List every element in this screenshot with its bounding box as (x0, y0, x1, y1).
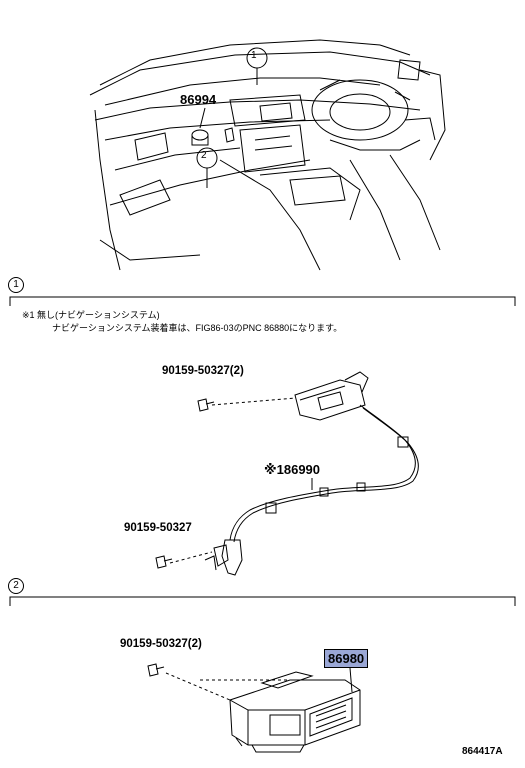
section1-bracket (9, 296, 516, 306)
callout-1-number: 1 (251, 50, 257, 61)
section1-marker: 1 (8, 277, 24, 293)
callout-2-number: 2 (201, 150, 207, 161)
callout-circles (196, 47, 268, 188)
dashboard-overview-drawing (89, 39, 446, 271)
bolt-label-section2[interactable]: 90159-50327(2) (120, 638, 202, 650)
section2-bracket (9, 596, 516, 606)
bolt-label-bottom[interactable]: 90159-50327 (124, 522, 192, 534)
section2-marker: 2 (8, 578, 24, 594)
harness-label[interactable]: ※186990 (264, 462, 321, 477)
ecu-part-label-highlighted[interactable]: 86980 (324, 649, 369, 668)
section1-note-line1: ※1 無し(ナビゲーションシステム) (22, 310, 160, 320)
harness-drawing (155, 371, 419, 576)
ecu-drawing (147, 663, 361, 753)
bolt-label-top[interactable]: 90159-50327(2) (162, 365, 244, 377)
part-label-86994[interactable]: 86994 (180, 92, 217, 107)
figure-reference: 864417A (462, 746, 503, 757)
section1-note-line2: ナビゲーションシステム装着車は、FIG86-03のPNC 86880になります。 (52, 323, 343, 333)
